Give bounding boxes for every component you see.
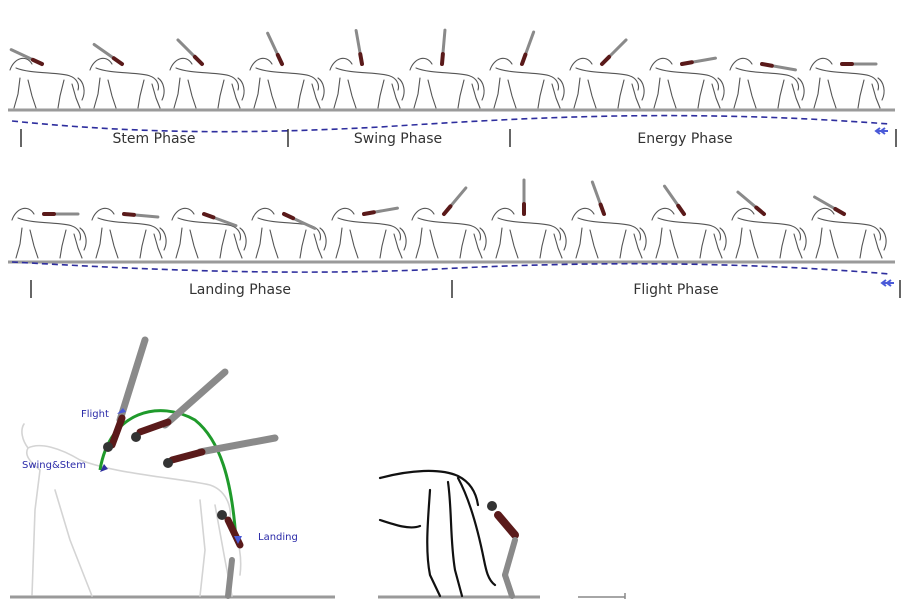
vaulter-torso <box>364 212 374 214</box>
row-2-motion-wave <box>12 262 890 274</box>
sequence-frame <box>492 180 566 258</box>
row-1-motion-wave <box>12 116 890 132</box>
vaulter-torso <box>442 54 443 64</box>
horse-figure <box>492 208 566 258</box>
vaulter-torso <box>114 58 122 64</box>
horse-figure <box>90 58 164 108</box>
label-flight: Flight <box>81 409 109 420</box>
sequence-frame <box>12 208 86 258</box>
horse-figure <box>570 58 644 108</box>
vaulter-torso <box>762 64 772 66</box>
vaulter-torso <box>756 208 764 214</box>
horse-figure <box>330 58 404 108</box>
horse-hindquarters <box>380 471 495 596</box>
sequence-frame <box>650 58 724 108</box>
sequence-frame <box>812 197 886 258</box>
sequence-frame <box>252 208 326 258</box>
label-swing-stem: Swing&Stem <box>22 460 86 471</box>
horse-figure <box>10 58 84 108</box>
sequence-frame <box>652 186 726 258</box>
row-1-sequence: Stem Phase Swing Phase Energy Phase <box>8 30 896 147</box>
horse-figure <box>490 58 564 108</box>
vaulter-torso <box>195 57 202 64</box>
sequence-frame <box>810 58 884 108</box>
row-1-frames <box>10 30 884 108</box>
phase-label-flight: Flight Phase <box>633 282 718 298</box>
sequence-frame <box>410 30 484 108</box>
label-landing: Landing <box>258 532 298 543</box>
horse-figure <box>412 208 486 258</box>
vaulter-torso <box>602 57 609 64</box>
phase-label-landing: Landing Phase <box>189 282 291 298</box>
rider-pose-flight-2 <box>131 372 225 442</box>
vaulter-torso <box>682 62 692 64</box>
horse-figure <box>250 58 324 108</box>
sequence-frame <box>570 40 644 108</box>
sequence-frame <box>10 50 84 108</box>
sequence-frame <box>730 58 804 108</box>
sequence-frame <box>250 33 324 108</box>
vaulter-torso <box>678 206 684 214</box>
phase-label-energy: Energy Phase <box>637 131 732 147</box>
vaulter-torso <box>204 214 213 217</box>
sequence-frame <box>170 40 244 108</box>
landing-detail-figure <box>378 471 540 597</box>
double-arrow-left-icon <box>876 128 888 134</box>
scale-mark <box>578 593 625 599</box>
vaulter-torso <box>601 205 604 214</box>
vaulter-torso <box>124 214 134 215</box>
vaulter-torso <box>33 60 42 64</box>
vaulter-torso <box>360 54 362 64</box>
horse-figure <box>650 58 724 108</box>
sequence-frame <box>732 192 806 258</box>
sequence-frame <box>490 32 564 108</box>
sequence-frame <box>92 208 166 258</box>
rider-pose-landing <box>217 510 240 596</box>
horse-figure <box>410 58 484 108</box>
horse-figure <box>652 208 726 258</box>
sequence-frame <box>90 44 164 108</box>
sequence-frame <box>412 188 486 258</box>
sequence-frame <box>332 208 406 258</box>
horse-figure <box>332 208 406 258</box>
sequence-frame <box>172 208 246 258</box>
sequence-frame <box>572 182 646 258</box>
vaulter-torso <box>835 209 844 214</box>
phase-label-swing: Swing Phase <box>354 131 442 147</box>
vaulter-torso <box>444 206 450 214</box>
sequence-frame <box>330 31 404 108</box>
horse-figure <box>572 208 646 258</box>
double-arrow-left-icon <box>882 280 894 286</box>
row-2-frames <box>12 180 886 258</box>
vaulter-torso <box>278 55 282 64</box>
trajectory-figure: Flight Swing&Stem Landing <box>10 340 335 597</box>
vaulter-torso <box>522 55 525 64</box>
horse-figure <box>170 58 244 108</box>
horse-figure <box>812 208 886 258</box>
horse-figure <box>732 208 806 258</box>
phase-label-stem: Stem Phase <box>113 131 196 147</box>
row-2-sequence: Landing Phase Flight Phase <box>8 180 900 298</box>
vaulter-torso <box>284 214 293 218</box>
